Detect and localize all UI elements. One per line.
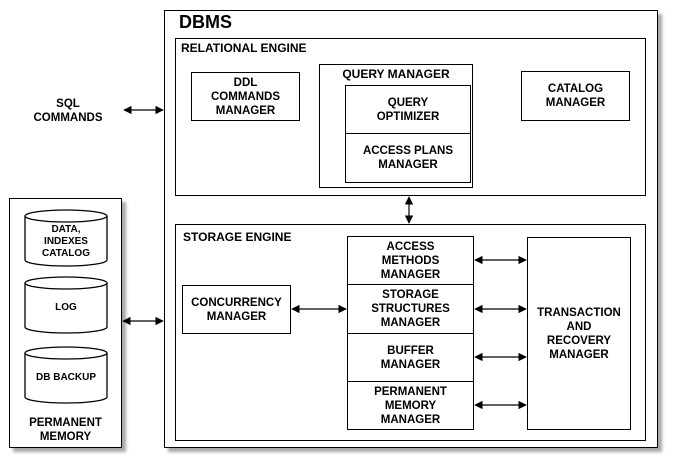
transaction-manager-box (527, 237, 631, 430)
relational-engine-title: RELATIONAL ENGINE (181, 41, 307, 55)
permanent-memory-title: PERMANENT MEMORY (29, 417, 102, 443)
catalog-manager-label: CATALOG MANAGER (545, 83, 606, 109)
ddl-manager-box (191, 72, 300, 121)
sql-commands-label: SQL COMMANDS (33, 98, 103, 124)
concurrency-manager-label: CONCURRENCY MANAGER (191, 296, 282, 323)
buffer-manager-label: BUFFER MANAGER (380, 344, 441, 371)
data-cylinder-label: DATA, INDEXES CATALOG (42, 224, 90, 259)
backup-cylinder-label: DB BACKUP (36, 372, 96, 383)
access-methods-label: ACCESS METHODS MANAGER (380, 240, 441, 281)
access-methods-box (347, 236, 474, 285)
concurrency-manager-box (182, 285, 291, 334)
query-optimizer-label: QUERY OPTIMIZER (376, 96, 440, 123)
dbms-title: DBMS (179, 12, 232, 32)
ddl-manager-label: DDL COMMANDS MANAGER (211, 76, 280, 117)
permanent-memory-manager-box (347, 381, 474, 430)
access-plans-box (345, 133, 471, 183)
permanent-memory-manager-label: PERMANENT MEMORY MANAGER (374, 385, 447, 426)
query-manager-title: QUERY MANAGER (342, 67, 450, 81)
storage-engine-title: STORAGE ENGINE (183, 230, 292, 244)
buffer-manager-box (347, 333, 474, 382)
catalog-manager-box (521, 71, 630, 121)
log-cylinder-label: LOG (55, 302, 77, 313)
access-plans-label: ACCESS PLANS MANAGER (362, 145, 454, 171)
transaction-manager-label: TRANSACTION AND RECOVERY MANAGER (537, 306, 621, 361)
storage-structures-label: STORAGE STRUCTURES MANAGER (371, 289, 450, 329)
storage-structures-box (347, 284, 474, 334)
